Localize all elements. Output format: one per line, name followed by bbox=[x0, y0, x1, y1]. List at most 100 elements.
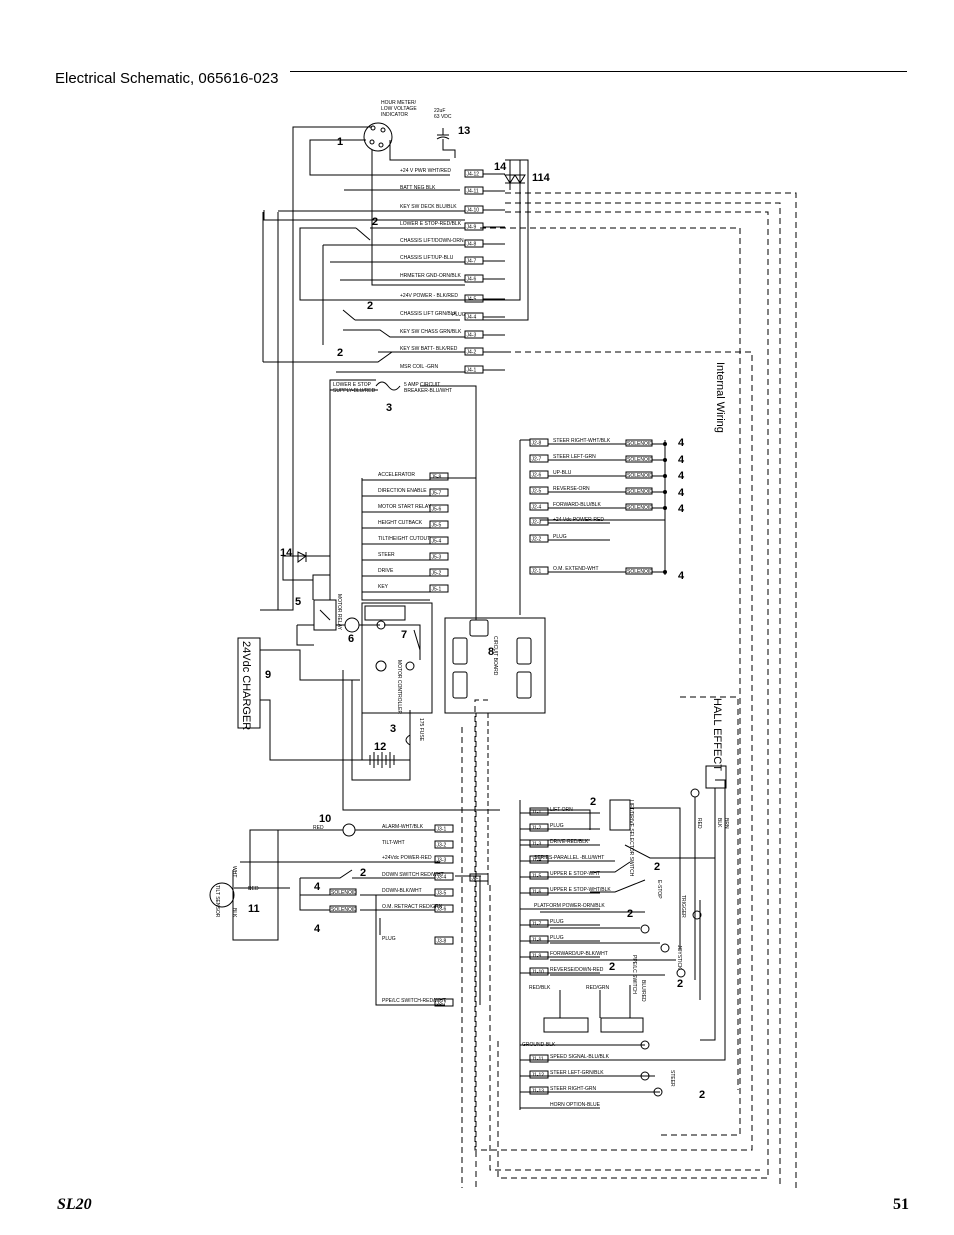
j2-wire-label: UP-BLU bbox=[553, 470, 572, 476]
j3-pin-label: J3-8 bbox=[437, 939, 447, 945]
j5-pin bbox=[429, 520, 449, 529]
circuit-board-label: CIRCUIT BOARD bbox=[492, 636, 498, 676]
j5-pin-label: J5-4 bbox=[432, 539, 442, 545]
motor-relay bbox=[296, 599, 380, 646]
j2-pin bbox=[529, 470, 549, 479]
j1-wire-label: STEER RIGHT-GRN bbox=[550, 1086, 597, 1092]
j5-pin bbox=[429, 552, 449, 561]
page-title: Electrical Schematic, 065616-023 bbox=[55, 70, 279, 87]
j5-pin-label: J5-6 bbox=[432, 507, 442, 513]
j4-wire-label: HRMETER GND-ORN/BLK bbox=[400, 273, 462, 279]
title-rule bbox=[290, 71, 907, 72]
j4-wire-label: CHASSIS LIFT GRN/BLK bbox=[400, 311, 458, 317]
fuse-label: 175 FUSE bbox=[418, 718, 424, 742]
trigger-label: TRIGGER bbox=[680, 895, 686, 918]
j4-wire-label: CHASSIS LIFT/DOWN-ORN bbox=[400, 238, 464, 244]
j2-pin bbox=[529, 517, 549, 526]
j3-pin-label: J3-6 bbox=[437, 907, 447, 913]
j1-wire-label: STEER LEFT-GRN/BLK bbox=[550, 1070, 604, 1076]
j1-pin bbox=[529, 1070, 549, 1079]
j5-pin bbox=[429, 472, 449, 481]
j5-wire-label: ACCELERATOR bbox=[378, 472, 415, 478]
solenoid-label: SOLENOID bbox=[627, 569, 653, 575]
j4-pin-label: J4-12 bbox=[467, 172, 480, 178]
hour-meter bbox=[363, 122, 393, 152]
ref-number-2: 2 bbox=[699, 1089, 705, 1101]
ref-number-4: 4 bbox=[678, 470, 685, 482]
j2-pin-label: J2-8 bbox=[532, 441, 542, 447]
fuse-battery bbox=[342, 670, 500, 811]
ref-number-11: 11 bbox=[248, 903, 260, 915]
ref-number-2: 2 bbox=[367, 300, 373, 312]
j1-pin bbox=[529, 935, 549, 944]
blk-label: BLK bbox=[716, 818, 722, 828]
blk-label: BLK bbox=[231, 908, 237, 918]
j2-wire-label: STEER LEFT-GRN bbox=[553, 454, 596, 460]
j5-wire-label: STEER bbox=[378, 552, 395, 558]
j1-pin bbox=[529, 823, 549, 832]
ref-number-14: 14 bbox=[494, 161, 507, 173]
red-label: RED bbox=[313, 825, 324, 831]
j2-pin-label: J2-4 bbox=[532, 505, 542, 511]
j4-pin-label: J4-1 bbox=[467, 368, 477, 374]
j3-pin bbox=[434, 855, 454, 864]
j3-wire-label: +24Vdc POWER-RED bbox=[382, 855, 432, 861]
j3-pin bbox=[434, 998, 454, 1007]
footer-model: SL20 bbox=[57, 1196, 92, 1213]
j1-wire-label: SERIES-PARALLEL -BLU/WHT bbox=[534, 855, 604, 861]
j4-wire-label: MSR COIL -GRN bbox=[400, 364, 439, 370]
hall-effect-label: HALL EFFECT bbox=[711, 698, 723, 771]
j3-pin bbox=[434, 840, 454, 849]
j4-pin-label: J4-4 bbox=[467, 315, 477, 321]
j3-pin bbox=[434, 872, 454, 881]
left-wiring bbox=[260, 126, 477, 620]
j4-wire-label: +24V POWER - BLK/RED bbox=[400, 293, 458, 299]
e-stop-label: E-STOP bbox=[656, 880, 662, 899]
j4-plug-label: PLUG bbox=[452, 312, 466, 318]
ref-number-4: 4 bbox=[678, 503, 685, 515]
capacitor-label: 63 VDC bbox=[434, 114, 452, 120]
j2-pin bbox=[529, 502, 549, 511]
j4-pin-label: J4-7 bbox=[467, 259, 477, 265]
j2-wire-label: O.M. EXTEND-WHT bbox=[553, 566, 599, 572]
ref-number-2: 2 bbox=[677, 978, 683, 990]
j5-pin bbox=[429, 568, 449, 577]
brn-label: BRN bbox=[723, 818, 729, 829]
breaker-label: BREAKER-BLU/WHT bbox=[404, 388, 452, 394]
j2-pin-label: J2-5 bbox=[532, 489, 542, 495]
ref-number-4: 4 bbox=[678, 454, 685, 466]
j2-pin bbox=[529, 486, 549, 495]
ref-number-7: 7 bbox=[401, 629, 407, 641]
j1-wire-label: UPPER E STOP-WHT bbox=[550, 871, 600, 877]
j1-pin bbox=[529, 871, 549, 880]
j2-pin-label: J2-7 bbox=[532, 457, 542, 463]
capacitor bbox=[436, 128, 456, 158]
j2-pin bbox=[529, 534, 549, 543]
footer-page-number: 51 bbox=[893, 1196, 909, 1213]
ref-number-14: 14 bbox=[280, 547, 293, 559]
ref-number-2: 2 bbox=[590, 796, 596, 808]
ref-number-114: 114 bbox=[532, 172, 551, 184]
solenoid-label: SOLENOID bbox=[627, 473, 653, 479]
red-label: RED bbox=[248, 886, 259, 892]
lower-estop-label: SUPPLY-BLU/RED bbox=[333, 388, 376, 394]
j1-pin bbox=[529, 1054, 549, 1063]
ppe-switch-label: PPE/LC SWITCH bbox=[631, 955, 637, 994]
ref-number-5: 5 bbox=[295, 596, 301, 608]
j3-pin-label: J3-7 bbox=[437, 1001, 447, 1007]
ref-number-12: 12 bbox=[374, 741, 386, 753]
j1-wire-label: PLUG bbox=[550, 935, 564, 941]
j5-pin bbox=[429, 584, 449, 593]
j5-pin bbox=[429, 488, 449, 497]
j1-pins: J1-1J1-2J1-3J1-4J1-5J1-6J1-7J1-8J1-9J1-1… bbox=[520, 807, 615, 1109]
ref-number-4: 4 bbox=[678, 437, 685, 449]
red-blk-label: RED/BLK bbox=[529, 985, 551, 991]
j4-wire-label: KEY SW DECK BLU/BLK bbox=[400, 204, 457, 210]
j4-pin-label: J4-6 bbox=[467, 277, 477, 283]
j4-pin-label: J4-11 bbox=[467, 189, 479, 195]
solenoid-label: SOLENOID bbox=[627, 489, 653, 495]
hour-meter-label: LOW VOLTAGE bbox=[381, 106, 417, 112]
ref-number-4: 4 bbox=[678, 487, 685, 499]
